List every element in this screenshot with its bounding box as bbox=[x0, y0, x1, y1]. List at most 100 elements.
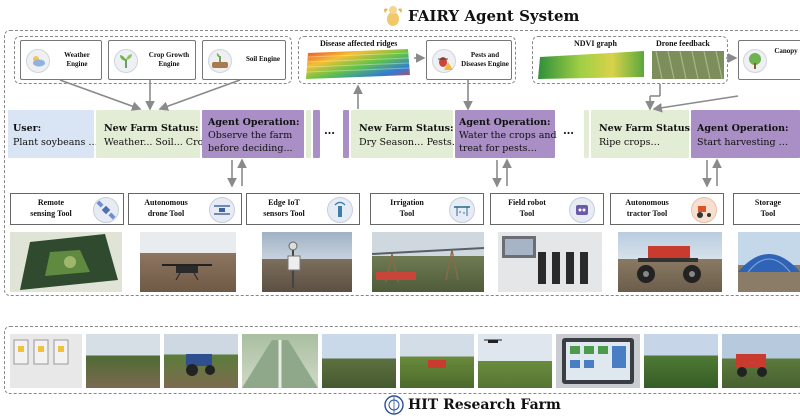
university-logo-icon bbox=[384, 395, 404, 415]
separator-a bbox=[306, 110, 311, 158]
farm-photo-7 bbox=[478, 334, 552, 388]
separator-c bbox=[343, 110, 349, 158]
iot-tool-line2: sensors Tool bbox=[263, 209, 305, 218]
canopy-icon bbox=[743, 49, 767, 73]
iot-tool-line1: Edge IoT bbox=[268, 198, 300, 207]
soil-engine: Soil Engine bbox=[202, 40, 286, 80]
farm-status-1: New Farm Status: Weather... Soil... Crop… bbox=[96, 110, 218, 158]
autonomous-drone-tool: Autonomous drone Tool bbox=[128, 193, 242, 225]
drone-tool-line1: Autonomous bbox=[144, 198, 188, 207]
farm-title: HIT Research Farm bbox=[408, 397, 561, 413]
farm-status-2: New Farm Status: Dry Season… Pests… bbox=[351, 110, 461, 158]
status-2-text: Dry Season… Pests… bbox=[359, 137, 462, 148]
status-2-label: New Farm Status: bbox=[359, 123, 454, 134]
ndvi-image bbox=[538, 51, 646, 79]
flow-ellipsis-2: … bbox=[563, 124, 575, 137]
farm-photo-1 bbox=[10, 334, 82, 388]
agent-operation-3: Agent Operation: Start harvesting … bbox=[691, 110, 800, 158]
remote-tool-line1: Remote bbox=[37, 198, 65, 207]
soil-icon bbox=[208, 49, 232, 73]
storage-tool: Storage Tool bbox=[733, 193, 800, 225]
satellite-icon bbox=[93, 197, 119, 223]
sprout-icon bbox=[114, 49, 138, 73]
farm-photo-3 bbox=[164, 334, 238, 388]
soil-engine-label: Soil Engine bbox=[245, 55, 281, 63]
field-robot-photo bbox=[498, 232, 602, 292]
operation-1-line2: before deciding... bbox=[208, 143, 293, 154]
remote-tool-line2: sensing Tool bbox=[30, 209, 72, 218]
separator-b bbox=[313, 110, 320, 158]
disease-group bbox=[298, 36, 516, 84]
ndvi-label: NDVI graph bbox=[574, 39, 617, 48]
field-robot-tool: Field robot Tool bbox=[490, 193, 604, 225]
storage-tool-line1: Storage bbox=[754, 198, 782, 207]
storage-photo bbox=[738, 232, 800, 292]
remote-sensing-tool: Remote sensing Tool bbox=[10, 193, 124, 225]
remote-sensing-photo bbox=[10, 232, 122, 292]
status-1-text: Weather... Soil... Crop... bbox=[104, 137, 219, 148]
weather-engine: Weather Engine bbox=[20, 40, 102, 80]
separator-d bbox=[584, 110, 589, 158]
irrigation-tool-line1: Irrigation bbox=[390, 198, 424, 207]
bug-warning-icon bbox=[432, 49, 456, 73]
drone-feedback-image bbox=[652, 51, 724, 79]
robot-tool-line2: Tool bbox=[519, 209, 535, 218]
drone-tool-line2: drone Tool bbox=[147, 209, 185, 218]
farm-status-3: New Farm Status: Ripe crops… bbox=[591, 110, 694, 158]
storage-tool-line2: Tool bbox=[760, 209, 776, 218]
iot-sensor-photo bbox=[262, 232, 352, 292]
disease-map-label: Disease affected ridges bbox=[320, 39, 398, 48]
farm-photo-6 bbox=[400, 334, 474, 388]
farm-photo-2 bbox=[86, 334, 160, 388]
agent-operation-1: Agent Operation: Observe the farm before… bbox=[202, 110, 304, 158]
operation-1-line1: Observe the farm bbox=[208, 130, 293, 141]
ndvi-group bbox=[532, 36, 728, 84]
tractor-tool-line1: Autonomous bbox=[625, 198, 669, 207]
robot-icon bbox=[569, 197, 595, 223]
arrow-weather bbox=[59, 79, 142, 111]
title-icon bbox=[382, 3, 404, 27]
agent-system-frame bbox=[4, 30, 800, 296]
farm-photo-8 bbox=[556, 334, 640, 388]
operation-3-label: Agent Operation: bbox=[697, 123, 789, 134]
system-title: FAIRY Agent System bbox=[408, 7, 580, 25]
operation-2-label: Agent Operation: bbox=[459, 117, 551, 128]
crop-growth-engine-label: Crop Growth Engine bbox=[148, 51, 190, 68]
farm-photo-10 bbox=[722, 334, 800, 388]
arrow-canopy bbox=[652, 95, 739, 113]
operation-3-text: Start harvesting … bbox=[697, 137, 789, 148]
canopy-engine: Canopy bbox=[738, 40, 800, 80]
farm-photo-5 bbox=[322, 334, 396, 388]
drone-icon bbox=[209, 197, 235, 223]
arrow-soil bbox=[158, 79, 241, 111]
drone-feedback-label: Drone feedback bbox=[656, 39, 710, 48]
canopy-engine-label: Canopy bbox=[774, 47, 798, 55]
crop-growth-engine: Crop Growth Engine bbox=[108, 40, 196, 80]
user-instruction: User: Plant soybeans … bbox=[8, 110, 98, 158]
farm-photo-9 bbox=[644, 334, 718, 388]
tractor-photo bbox=[618, 232, 722, 292]
sensor-icon bbox=[327, 197, 353, 223]
user-label: User: bbox=[13, 123, 42, 134]
pests-diseases-engine: Pests and Diseases Engine bbox=[426, 40, 512, 80]
edge-iot-sensors-tool: Edge IoT sensors Tool bbox=[246, 193, 360, 225]
user-text: Plant soybeans … bbox=[13, 137, 98, 148]
agent-operation-2: Agent Operation: Water the crops and tre… bbox=[455, 110, 557, 158]
weather-engine-label: Weather Engine bbox=[64, 51, 90, 68]
operation-2-line1: Water the crops and bbox=[459, 130, 557, 141]
status-1-label: New Farm Status: bbox=[104, 123, 199, 134]
sprinkler-icon bbox=[449, 197, 475, 223]
status-3-text: Ripe crops… bbox=[599, 137, 660, 148]
tractor-tool-line2: tractor Tool bbox=[626, 209, 668, 218]
tractor-icon bbox=[691, 197, 717, 223]
pests-diseases-engine-label: Pests and Diseases Engine bbox=[461, 51, 509, 68]
disease-map-image bbox=[304, 49, 412, 79]
operation-2-line2: treat for pests… bbox=[459, 143, 538, 154]
research-farm-frame bbox=[4, 326, 800, 394]
irrigation-tool: Irrigation Tool bbox=[370, 193, 484, 225]
autonomous-tractor-tool: Autonomous tractor Tool bbox=[610, 193, 724, 225]
farm-photo-4 bbox=[242, 334, 318, 388]
operation-1-label: Agent Operation: bbox=[208, 117, 300, 128]
irrigation-photo bbox=[372, 232, 484, 292]
